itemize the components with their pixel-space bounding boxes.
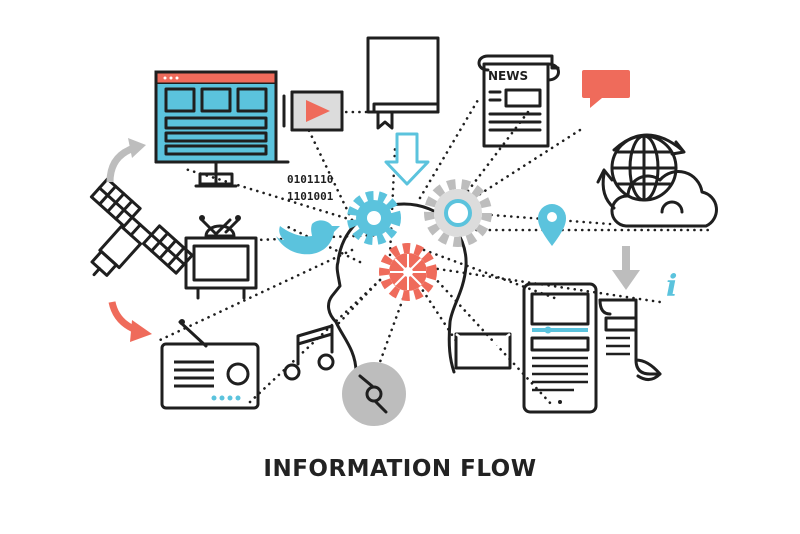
book-icon [366,36,440,130]
computer-monitor-icon [154,70,290,188]
twitter-bird-icon [276,220,340,255]
tv-icon [184,215,258,300]
scroll-document-icon [598,298,662,381]
info-glyph: i [666,269,677,304]
tablet-news-icon [522,282,598,414]
gear-icon [379,243,437,301]
radio-icon [160,319,260,410]
newspaper-icon: NEWS [477,54,560,148]
binary-line-1: 0101110 [287,173,333,186]
video-play-icon [282,90,344,132]
compact-disc-icon [342,362,406,426]
news-label: NEWS [488,69,528,83]
speech-bubble-icon [582,70,630,108]
envelope-icon [454,332,512,370]
binary-code-icon: 0101110 1101001 [287,173,334,203]
globe-cloud-icon [596,133,718,228]
gear-icon [424,179,492,247]
down-arrow-icon [612,246,640,290]
satellite-icon [89,177,194,277]
music-note-icon [283,324,335,381]
info-icon: i [666,269,677,304]
download-arrow-icon [384,132,430,186]
gear-icon [347,191,401,245]
curved-arrow-up-icon [106,138,146,183]
binary-line-2: 1101001 [287,190,334,203]
location-pin-icon [538,204,566,246]
curved-arrow-down-icon [108,301,152,342]
page-title: INFORMATION FLOW [263,456,537,482]
